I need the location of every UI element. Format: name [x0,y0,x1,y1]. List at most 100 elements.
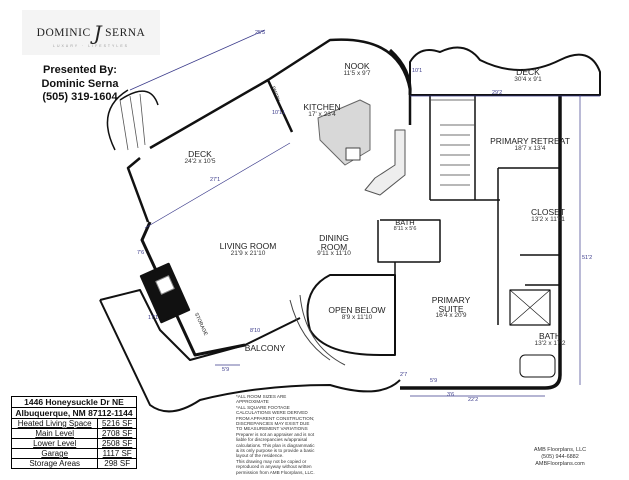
interior-stair [430,99,475,186]
credit-phone: (505) 944-6882 [541,454,579,460]
room-name: KITCHEN [303,102,341,112]
dimension-label: 7'6 [137,250,145,256]
room-dims: 13'2 x 17'2 [534,339,566,347]
dimension-label: 3'6 [447,392,455,398]
area-value: 2508 SF [97,438,137,449]
dimension-label: 27'1 [210,177,221,183]
area-value: 5216 SF [97,418,137,429]
balcony-outline [99,289,401,413]
dimension-label: 2'7 [400,372,408,378]
disclaimer-line: *ALL SQUARE FOOTAGE CALCULATIONS WERE DE… [236,404,315,432]
area-label: Lower Level [10,438,99,449]
property-info-table: 1446 Honeysuckle Dr NE Albuquerque, NM 8… [10,396,137,469]
room-name: DECK [516,67,540,77]
area-label: Main Level [10,428,99,439]
dimension-label: 10'1 [412,68,423,74]
dimension-label: 8'10 [250,328,261,334]
brand-logo: DOMINIC J SERNA LUXURY · LIFESTYLES [22,10,160,55]
upper-deck-outline [409,46,601,96]
room-name: BATH [538,331,562,341]
room-name: DECK [188,149,212,159]
room-dims: 13'2 x 11'11 [531,215,565,223]
dimension-label: 17'1 [148,315,159,321]
room-name: OPEN BELOW [328,305,386,315]
area-label: Storage Areas [10,458,99,469]
presenter-name: Dominic Serna [41,77,119,90]
bathtub [519,354,556,378]
room-name: DINING [319,233,349,243]
logo-mark: J [93,20,103,45]
room-dims: 18'7 x 13'4 [514,144,546,152]
curved-stair [289,294,346,366]
room-dims: 11'5 x 9'7 [343,69,371,77]
area-label: Garage [10,448,99,459]
presented-by-label: Presented By: [43,64,117,76]
shower [509,289,551,326]
room-name: SUITE [438,303,464,314]
preparer-credit: AMB Floorplans, LLC (505) 944-6882 AMBFl… [530,447,590,468]
address-line-1: 1446 Honeysuckle Dr NE [11,396,137,408]
room-dims: 8'9 x 11'10 [341,313,373,321]
dimension-label: 10'11 [272,110,285,116]
room-name: ROOM [320,241,348,252]
room-dims: 21'9 x 21'10 [230,249,266,257]
logo-text-right: SERNA [105,26,146,39]
disclaimer: *ALL ROOM SIZES ARE APPROXIMATE *ALL SQU… [236,394,316,475]
dimension-label: 5'9 [222,367,230,373]
dimension-label: 29'2 [492,90,503,96]
room-balcony: BALCONY [245,344,286,353]
interior-walls [377,95,560,355]
room-name: NOOK [344,61,370,71]
room-name: PRIMARY RETREAT [490,136,570,146]
area-label: Heated Living Space [10,418,99,429]
room-name: PRIMARY [431,295,471,305]
area-value: 1117 SF [97,448,137,459]
kitchen-counter [364,129,406,196]
room-name: BALCONY [244,343,286,353]
area-value: 2708 SF [97,428,137,439]
room-name: CLOSET [530,207,566,217]
dimension-label: 51'2 [582,255,593,261]
room-dims: 16'4 x 20'9 [435,312,467,319]
room-name: BATH [395,218,415,227]
logo-text-left: DOMINIC [36,26,91,39]
address-line-2: Albuquerque, NM 87112-1144 [11,407,137,419]
room-dims: 9'11 x 11'10 [317,250,351,257]
open-below-curve [306,274,396,356]
room-name: LIVING ROOM [219,241,277,251]
area-value: 298 SF [97,458,137,469]
presenter-phone: (505) 319-1604 [42,91,118,103]
room-dims: 17' x 23'4 [308,110,336,118]
left-spiral-stair [106,89,159,151]
presenter-info: Presented By: Dominic Serna (505) 319-16… [30,64,130,105]
logo-tagline: LUXURY · LIFESTYLES [53,44,129,48]
dimension-label: 5'9 [430,378,438,384]
room-dims: 24'2 x 10'5 [184,157,216,165]
right-wall [400,95,562,390]
room-dims: 30'4 x 9'1 [514,75,542,83]
dimension-label: 25'5 [255,30,266,36]
disclaimer-line: This drawing may not be copied or reprod… [236,458,315,475]
dimension-label: 22'2 [468,397,479,403]
disclaimer-line: Preparer is not an appraiser and is not … [236,431,315,459]
disclaimer-line: *ALL ROOM SIZES ARE APPROXIMATE [236,394,287,405]
credit-website: AMBFloorplans.com [535,461,585,467]
credit-company: AMB Floorplans, LLC [533,447,587,453]
